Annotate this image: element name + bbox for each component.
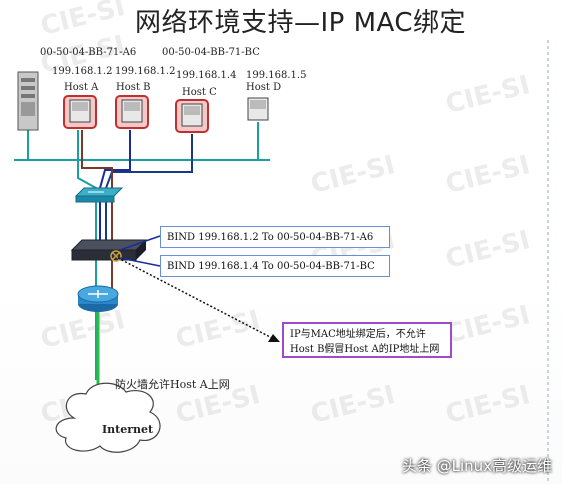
host-b-link [99, 130, 131, 258]
host-a-ip: 199.168.1.2 [52, 66, 113, 77]
server-icon [17, 71, 39, 131]
bind-rule-2: BIND 199.168.1.4 To 00-50-04-BB-71-BC [160, 255, 390, 277]
switch-icon [74, 187, 124, 203]
host-c-mac-label: 00-50-04-BB-71-BC [162, 47, 260, 58]
host-b-ip: 199.168.1.2 [115, 66, 176, 77]
host-a-computer-icon [63, 95, 97, 129]
page-title: 网络环境支持—IP MAC绑定 [135, 8, 467, 38]
attribution: 头条 @Linux高级运维 [401, 457, 552, 475]
host-d-computer-icon [247, 97, 269, 121]
host-b-name: Host B [116, 82, 151, 93]
note-pointer [117, 257, 273, 339]
bind-connector [119, 257, 161, 267]
firewall-caption: 防火墙允许Host A上网 [115, 378, 230, 391]
host-c-computer-icon [175, 99, 209, 133]
host-c-name: Host C [182, 87, 217, 98]
firewall-icon [70, 239, 148, 262]
bind-rule-1: BIND 199.168.1.2 To 00-50-04-BB-71-A6 [160, 226, 390, 248]
uplink [81, 130, 113, 300]
internet-cloud [55, 382, 161, 453]
host-a-mac-label: 00-50-04-BB-71-A6 [40, 47, 137, 58]
host-d-name: Host D [246, 82, 282, 93]
host-a-name: Host A [64, 82, 99, 93]
bind-connector [119, 235, 161, 251]
binding-note: IP与MAC地址绑定后，不允许Host B假冒Host A的IP地址上网 [282, 322, 452, 358]
internet-label: Internet [102, 423, 154, 436]
host-c-ip: 199.168.1.4 [176, 70, 237, 81]
arrow-right-icon [268, 334, 280, 342]
host-d-ip: 199.168.1.5 [246, 70, 307, 81]
host-a-link [77, 130, 97, 380]
host-b-computer-icon [115, 95, 149, 129]
router-icon [77, 285, 119, 312]
